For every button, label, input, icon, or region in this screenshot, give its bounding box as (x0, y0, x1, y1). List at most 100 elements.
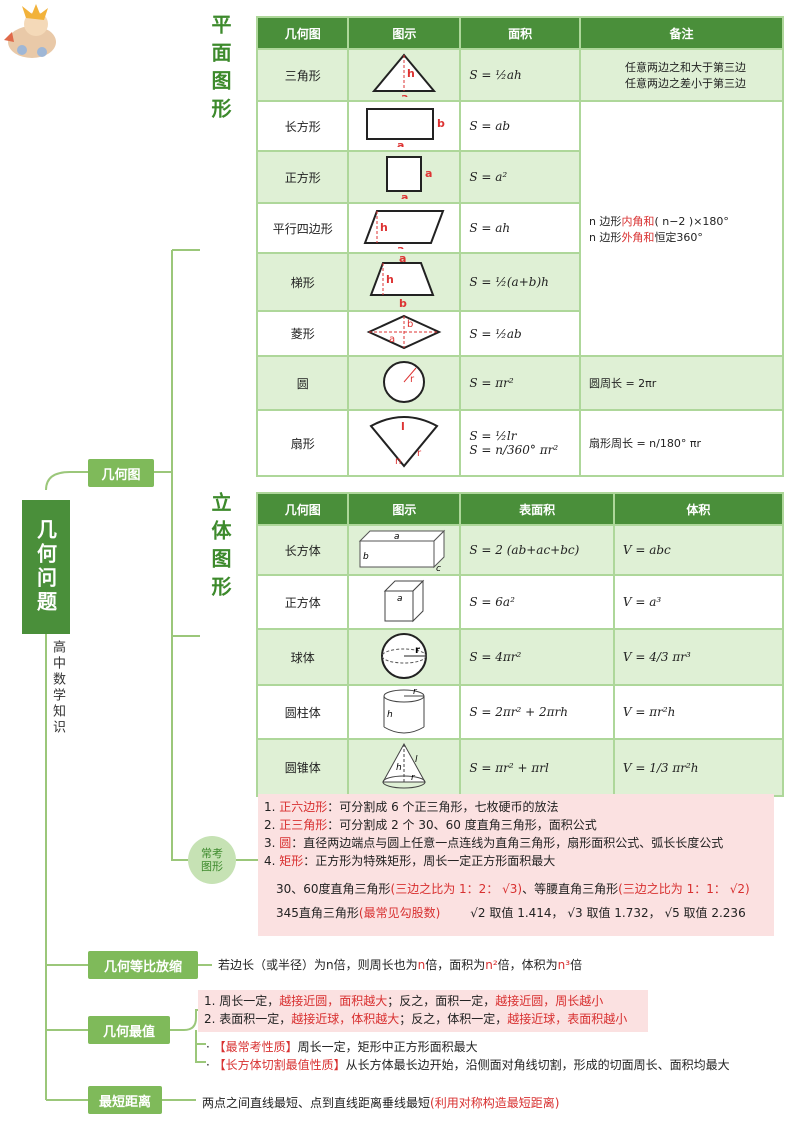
branch-geometry: 几何图 (88, 459, 154, 487)
mascot-icon (4, 4, 56, 58)
svg-text:h: h (380, 221, 388, 234)
plane-header-row: 几何图 图示 面积 备注 (255, 16, 785, 50)
svg-text:b: b (363, 552, 369, 562)
svg-text:b: b (399, 297, 407, 307)
svg-text:b: b (437, 117, 445, 130)
plane-header: 几何图 (255, 16, 350, 50)
svg-text:c: c (436, 564, 441, 571)
shortest-text: 两点之间直线最短、点到直线距离垂线最短(利用对称构造最短距离) (202, 1096, 560, 1110)
volume-formula: V = 1/3 πr²h (612, 738, 785, 797)
shape-name: 长方体 (255, 524, 350, 576)
shape-name: 圆锥体 (255, 738, 350, 797)
parallelogram-diagram: ha (347, 202, 462, 256)
solid-header: 几何图 (255, 492, 350, 526)
table-row: 球体 r S = 4πr² V = 4/3 πr³ (255, 628, 785, 686)
solid-label: 立体图形 (208, 492, 232, 604)
surface-formula: S = πr² + πrl (459, 738, 615, 797)
triangle-diagram: ha (347, 48, 462, 104)
common-line-2: 2. 正三角形：可分割成 2 个 30、60 度直角三角形，面积公式 (264, 818, 597, 832)
shape-name: 圆 (255, 355, 350, 411)
common-line-4: 4. 矩形：正方形为特殊矩形，周长一定正方形面积最大 (264, 854, 556, 868)
svg-text:a: a (397, 594, 403, 604)
common-shapes-box: 1. 正六边形：可分割成 6 个正三角形，七枚硬币的放法 2. 正三角形：可分割… (258, 794, 774, 936)
surface-formula: S = 4πr² (459, 628, 615, 686)
root-subtitle: 高中数学知识 (50, 640, 65, 736)
solid-header: 图示 (347, 492, 462, 526)
surface-formula: S = 2 (ab+ac+bc) (459, 524, 615, 576)
polygon-note: n 边形内角和( n−2 )×180° n 边形外角和恒定360° (578, 100, 785, 357)
branch-scale: 几何等比放缩 (88, 951, 198, 979)
shape-name: 梯形 (255, 252, 350, 312)
area-formula: S = ah (459, 202, 581, 254)
table-row: 菱形 b a S = ½ab (255, 310, 783, 357)
svg-text:a: a (394, 532, 400, 542)
extremum-line-1: 1. 周长一定，越接近圆，面积越大；反之，面积一定，越接近圆，周长越小 (204, 994, 604, 1008)
solid-table: 几何图 图示 表面积 体积 长方体 a b c S = 2 (ab+ac+bc) V… (255, 492, 785, 797)
root-title: 几何问题 (22, 500, 70, 634)
sector-diagram: l r n (347, 409, 462, 477)
svg-text:l: l (415, 755, 418, 765)
plane-header: 面积 (459, 16, 581, 50)
area-formula: S = ½ab (459, 310, 581, 357)
extremum-property-1: · 【最常考性质】周长一定，矩形中正方形面积最大 (206, 1040, 478, 1054)
shape-name: 球体 (255, 628, 350, 686)
svg-text:n: n (395, 456, 401, 467)
solid-header-row: 几何图 图示 表面积 体积 (255, 492, 785, 526)
shape-name: 平行四边形 (255, 202, 350, 254)
svg-text:h: h (386, 273, 394, 286)
table-row: 长方体 a b c S = 2 (ab+ac+bc) V = abc (255, 524, 785, 576)
svg-text:r: r (417, 448, 422, 459)
cuboid-diagram: a b c (347, 524, 462, 576)
surface-formula: S = 2πr² + 2πrh (459, 684, 615, 740)
ratio-line: 30、60度直角三角形(三边之比为 1：2： √3)、等腰直角三角形(三边之比为… (276, 882, 750, 896)
svg-text:r: r (415, 645, 420, 656)
svg-text:r: r (410, 374, 415, 385)
value-line: 345直角三角形(最常见勾股数)√2 取值 1.414， √3 取值 1.732… (276, 906, 746, 920)
circle-diagram: r (347, 355, 462, 411)
table-row: 平行四边形 ha S = ah (255, 202, 783, 256)
scale-text: 若边长（或半径）为n倍，则周长也为n倍，面积为n²倍，体积为n³倍 (218, 958, 583, 972)
solid-header: 表面积 (459, 492, 615, 526)
svg-text:a: a (425, 167, 432, 180)
shape-name: 正方体 (255, 574, 350, 630)
svg-text:r: r (413, 687, 418, 697)
branch-shortest: 最短距离 (88, 1086, 162, 1114)
branch-extremum: 几何最值 (88, 1016, 170, 1044)
area-formula: S = ab (459, 100, 581, 152)
shape-name: 三角形 (255, 48, 350, 102)
surface-formula: S = 6a² (459, 574, 615, 630)
shape-name: 菱形 (255, 310, 350, 357)
plane-header: 图示 (347, 16, 462, 50)
svg-text:r: r (411, 773, 416, 783)
extremum-box: 1. 周长一定，越接近圆，面积越大；反之，面积一定，越接近圆，周长越小 2. 表… (198, 990, 648, 1032)
volume-formula: V = a³ (612, 574, 785, 630)
common-line-1: 1. 正六边形：可分割成 6 个正三角形，七枚硬币的放法 (264, 800, 559, 814)
volume-formula: V = πr²h (612, 684, 785, 740)
area-formula: S = ½ah (459, 48, 581, 102)
solid-header: 体积 (612, 492, 785, 526)
svg-text:a: a (399, 255, 406, 265)
shape-name: 扇形 (255, 409, 350, 477)
svg-text:h: h (387, 710, 393, 720)
svg-text:l: l (401, 420, 405, 433)
svg-text:a: a (389, 334, 395, 345)
table-row: 圆 r S = πr² 圆周长 = 2πr (255, 355, 785, 411)
plane-label: 平面图形 (208, 14, 232, 126)
svg-text:a: a (397, 243, 404, 249)
branch-common: 常考图形 (188, 836, 236, 884)
extremum-line-2: 2. 表面积一定，越接近球，体积越大；反之，体积一定，越接近球，表面积越小 (204, 1012, 628, 1026)
svg-text:b: b (407, 319, 413, 330)
volume-formula: V = abc (612, 524, 785, 576)
